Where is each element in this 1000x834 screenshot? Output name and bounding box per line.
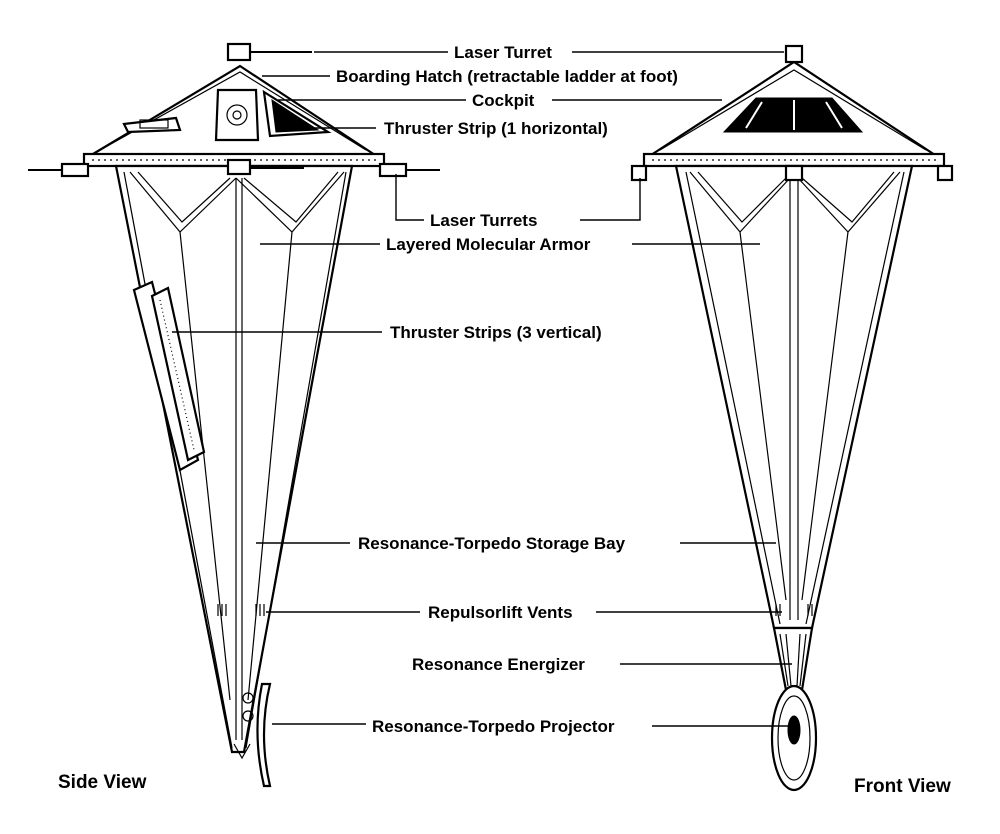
label-side-view: Side View (58, 772, 147, 793)
leader-lines (172, 51, 792, 727)
label-thruster-strips-vertical: Thruster Strips (3 vertical) (390, 323, 602, 342)
label-cockpit: Cockpit (472, 91, 535, 110)
label-torpedo-storage-bay: Resonance-Torpedo Storage Bay (358, 534, 626, 553)
label-repulsorlift-vents: Repulsorlift Vents (428, 603, 573, 622)
label-boarding-hatch: Boarding Hatch (retractable ladder at fo… (336, 67, 678, 86)
label-laser-turrets: Laser Turrets (430, 211, 537, 230)
label-front-view: Front View (854, 776, 951, 797)
side-view-ship (28, 42, 440, 788)
label-laser-turret: Laser Turret (454, 43, 552, 62)
label-torpedo-projector: Resonance-Torpedo Projector (372, 717, 615, 736)
label-resonance-energizer: Resonance Energizer (412, 655, 585, 674)
label-layered-armor: Layered Molecular Armor (386, 235, 591, 254)
label-thruster-strip-horizontal: Thruster Strip (1 horizontal) (384, 119, 608, 138)
front-view-ship (630, 44, 954, 792)
